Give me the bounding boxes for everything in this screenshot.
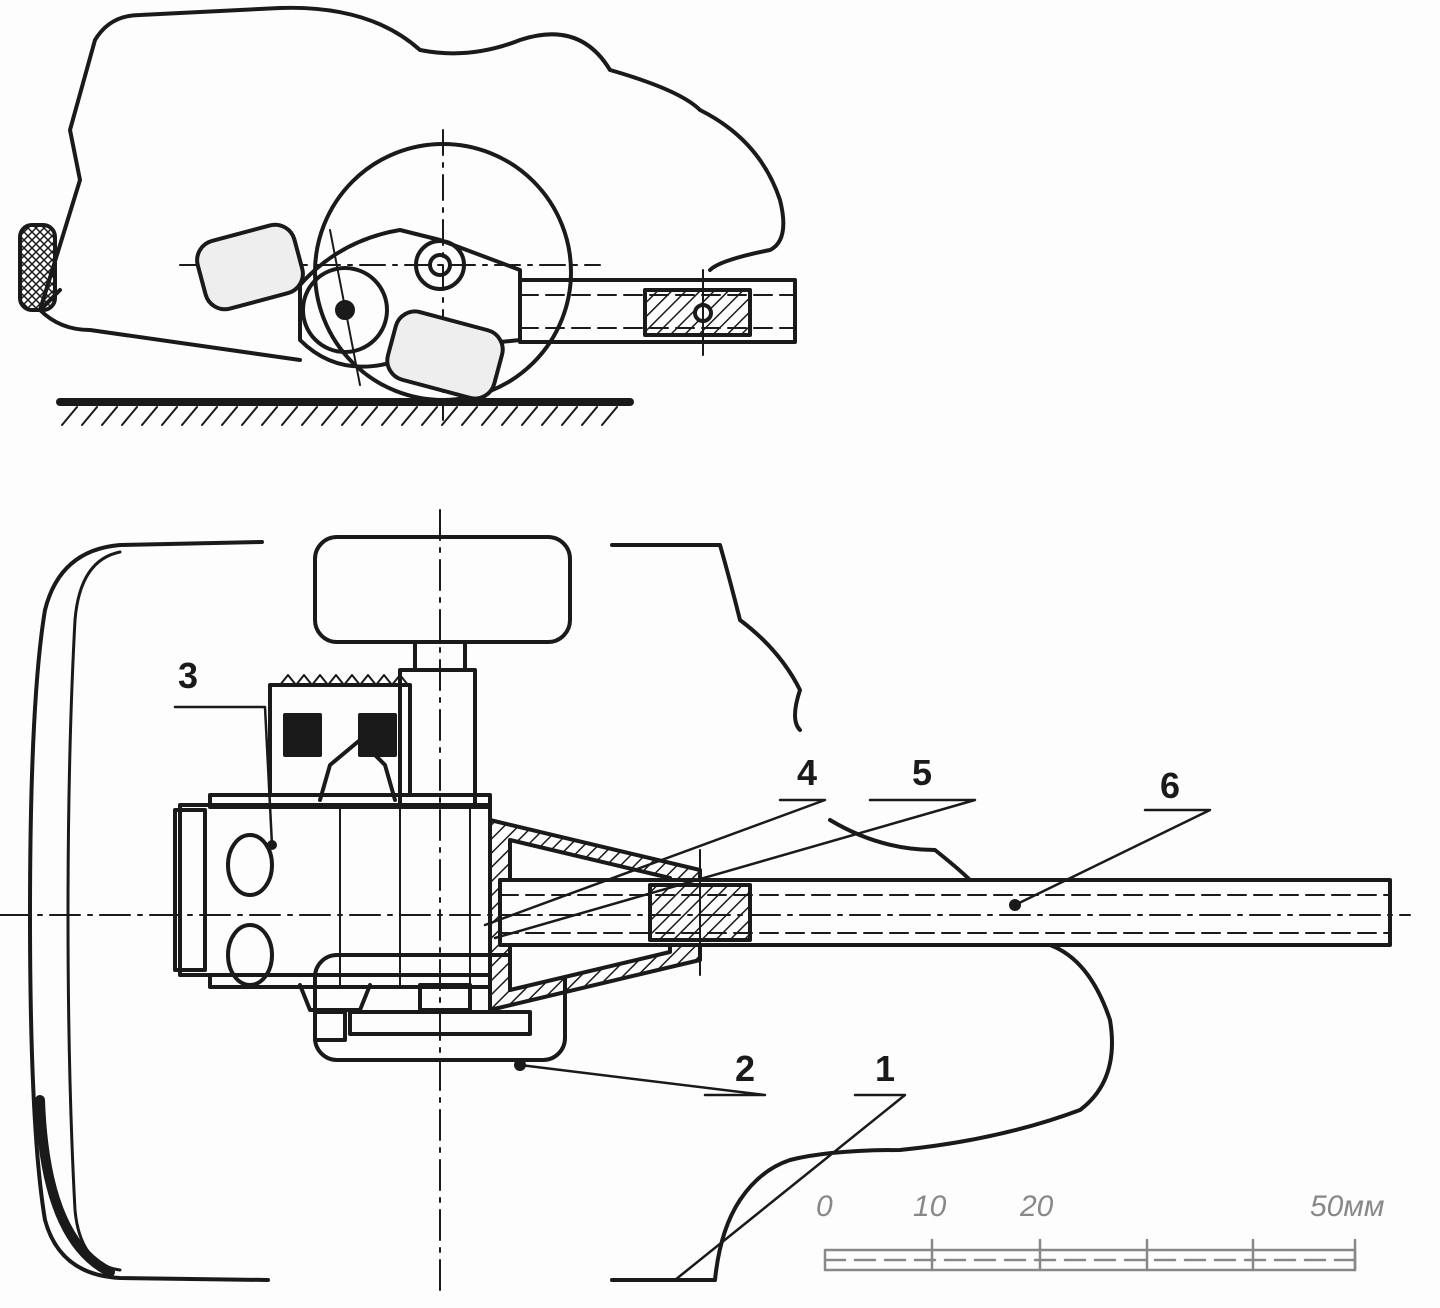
bumper-inner [66, 550, 122, 1272]
pivot-disc [301, 266, 389, 354]
roller-1 [195, 222, 305, 312]
callout-4: 4 [797, 752, 818, 793]
plan-view [0, 509, 1411, 1291]
callout-6: 6 [1160, 765, 1181, 806]
side-tube [518, 278, 797, 344]
body-outline [38, 5, 786, 312]
leader-lines [173, 705, 1212, 1282]
bumper-outer [28, 540, 270, 1282]
side-view [18, 5, 797, 426]
scale-tick-50mm: 50мм [1310, 1190, 1385, 1223]
roller-2 [385, 309, 505, 401]
main-tube [498, 878, 1392, 947]
callout-3: 3 [178, 655, 199, 696]
callout-5: 5 [912, 752, 933, 793]
scale-tick-20: 20 [1020, 1190, 1054, 1223]
hatched-block [643, 288, 752, 337]
callout-1: 1 [875, 1048, 896, 1089]
ground-hatch [61, 406, 618, 426]
scale-tick-0: 0 [816, 1190, 833, 1223]
wheel-top [313, 535, 572, 644]
scale-tick-10: 10 [913, 1190, 947, 1223]
callout-2: 2 [735, 1048, 756, 1089]
scale-bar [823, 1238, 1357, 1272]
bumper-pad [18, 223, 57, 312]
body-right-outline [610, 543, 802, 732]
